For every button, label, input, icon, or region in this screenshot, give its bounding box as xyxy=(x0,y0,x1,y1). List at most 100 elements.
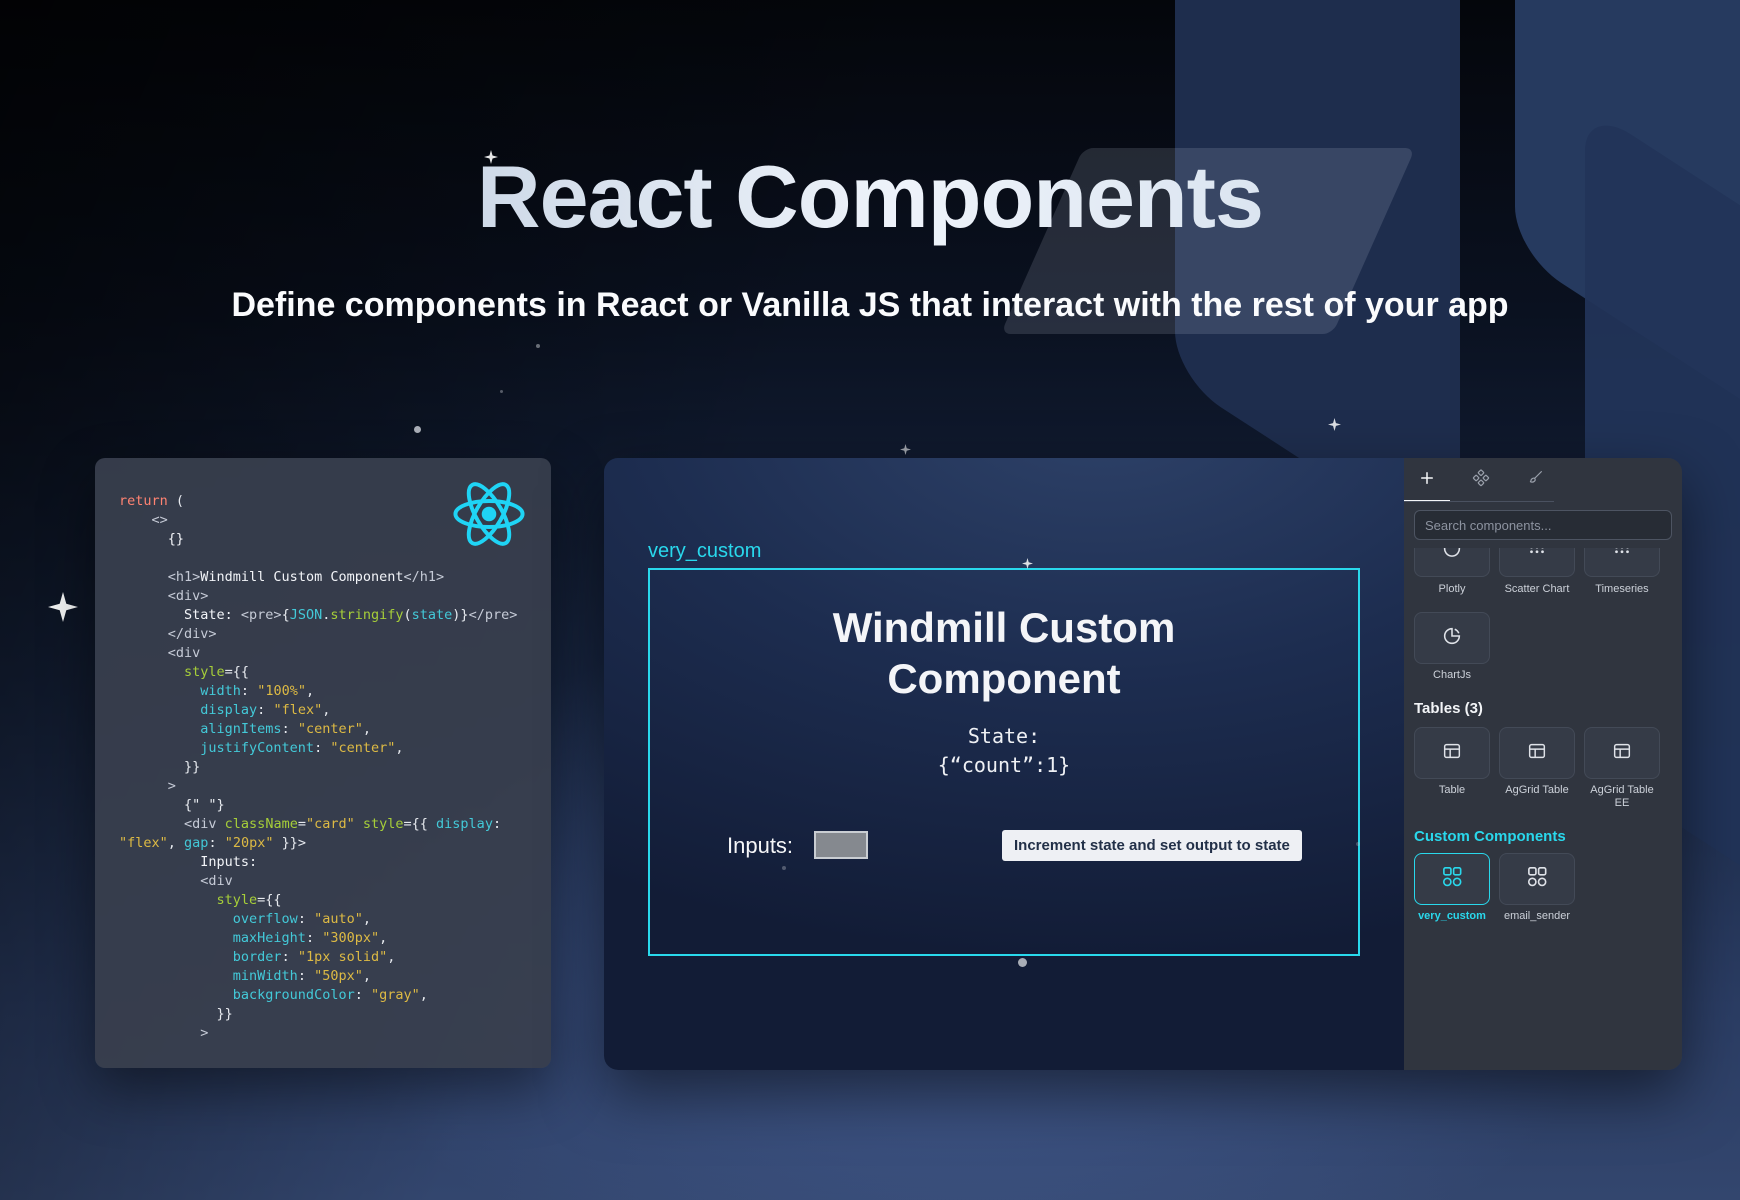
code-line: maxHeight: "300px", xyxy=(119,930,388,946)
state-label: State: xyxy=(967,724,1041,748)
component-card-table[interactable]: Table xyxy=(1414,727,1490,797)
increment-button[interactable]: Increment state and set output to state xyxy=(1002,830,1302,861)
card-label: AgGrid Table EE xyxy=(1590,784,1654,809)
code-line: <div className="card" style={{ display: xyxy=(119,816,502,832)
component-card-chartjs[interactable]: ChartJs xyxy=(1414,612,1490,682)
card-icon-box xyxy=(1584,727,1660,779)
code-line: minWidth: "50px", xyxy=(119,968,371,984)
component-card-email-sender[interactable]: email_sender xyxy=(1499,853,1575,923)
custom-section-header: Custom Components xyxy=(1414,828,1566,845)
code-panel: return ( <> {} <h1>Windmill Custom Compo… xyxy=(95,458,551,1068)
code-block: return ( <> {} <h1>Windmill Custom Compo… xyxy=(119,492,545,1043)
component-heading: Windmill Custom Component xyxy=(832,604,1176,702)
state-value: {“count”:1} xyxy=(937,753,1071,777)
inputs-placeholder-box[interactable] xyxy=(814,831,868,859)
decorative-dot xyxy=(500,390,503,393)
component-card-aggrid-table[interactable]: AgGrid Table xyxy=(1499,727,1575,797)
code-line: }} xyxy=(119,759,201,775)
code-line: return ( xyxy=(119,493,185,509)
code-line: {} xyxy=(119,531,185,547)
component-grid-row: Plotly Scatter Chart Timeseries xyxy=(1404,548,1682,596)
sparkle xyxy=(900,444,911,455)
code-line: <div> xyxy=(119,588,209,604)
component-grid-row: very_custom email_sender xyxy=(1404,853,1682,923)
code-line: style={{ xyxy=(119,892,282,908)
dots-icon xyxy=(1526,548,1548,565)
search-input[interactable] xyxy=(1414,510,1672,540)
card-label: very_custom xyxy=(1418,910,1486,922)
code-line: <> xyxy=(119,512,168,528)
code-line: border: "1px solid", xyxy=(119,949,396,965)
resize-handle-dot[interactable] xyxy=(1018,958,1027,967)
code-line: style={{ xyxy=(119,664,250,680)
component-icon xyxy=(1439,864,1465,895)
code-line: </div> xyxy=(119,626,217,642)
component-card-aggrid-table-ee[interactable]: AgGrid Table EE xyxy=(1584,727,1660,810)
card-icon-box xyxy=(1414,548,1490,577)
code-line: }} xyxy=(119,1006,233,1022)
code-line: <h1>Windmill Custom Component</h1> xyxy=(119,569,445,585)
card-icon-box xyxy=(1499,853,1575,905)
card-icon-box xyxy=(1414,853,1490,905)
decorative-dot xyxy=(414,426,421,433)
tab-style[interactable] xyxy=(1526,469,1544,492)
code-line: > xyxy=(119,778,176,794)
code-line: "flex", gap: "20px" }}> xyxy=(119,835,306,851)
sidebar-tabs xyxy=(1404,458,1682,502)
card-icon-box xyxy=(1584,548,1660,577)
component-card-very-custom[interactable]: very_custom xyxy=(1414,853,1490,923)
code-line: alignItems: "center", xyxy=(119,721,371,737)
tables-section-header: Tables (3) xyxy=(1414,700,1483,717)
table-icon xyxy=(1441,740,1463,767)
page-title: React Components xyxy=(0,146,1740,248)
tab-add[interactable] xyxy=(1418,469,1436,492)
card-label: Scatter Chart xyxy=(1504,583,1570,595)
tab-components[interactable] xyxy=(1472,468,1490,492)
clipped-card xyxy=(1584,548,1660,578)
card-label: Plotly xyxy=(1438,583,1466,595)
card-icon-box xyxy=(1414,727,1490,779)
code-line: <div xyxy=(119,873,233,889)
component-card-plotly[interactable]: Plotly xyxy=(1414,548,1490,596)
component-grid-row: Table AgGrid Table AgGrid Table EE xyxy=(1404,727,1682,810)
card-label: Table xyxy=(1438,784,1466,796)
react-logo-icon xyxy=(447,476,531,557)
selected-component-frame[interactable]: Windmill Custom Component State: {“count… xyxy=(648,568,1360,956)
card-icon-box xyxy=(1499,727,1575,779)
code-line: <div xyxy=(119,645,201,661)
code-line: > xyxy=(119,1025,209,1041)
component-icon xyxy=(1524,864,1550,895)
card-icon-box xyxy=(1414,612,1490,664)
component-card-scatter-chart[interactable]: Scatter Chart xyxy=(1499,548,1575,596)
code-line: display: "flex", xyxy=(119,702,331,718)
card-label: Timeseries xyxy=(1595,583,1649,595)
brush-icon xyxy=(1526,469,1544,492)
decorative-dot xyxy=(782,866,786,870)
app-preview-window: very_custom Windmill Custom Component St… xyxy=(604,458,1682,1070)
inputs-label: Inputs: xyxy=(727,833,794,858)
tabs-divider xyxy=(1404,501,1554,502)
table-icon xyxy=(1611,740,1633,767)
plus-icon xyxy=(1418,469,1436,492)
components-sidebar: Plotly Scatter Chart Timeseries ChartJs Ta… xyxy=(1404,458,1682,1070)
component-grid-row: ChartJs xyxy=(1404,612,1682,682)
dots-icon xyxy=(1611,548,1633,565)
code-line: {" "} xyxy=(119,797,225,813)
page-subtitle: Define components in React or Vanilla JS… xyxy=(231,286,1509,324)
code-line xyxy=(119,549,545,568)
card-label: email_sender xyxy=(1503,910,1571,922)
code-line: overflow: "auto", xyxy=(119,911,371,927)
clipped-card xyxy=(1499,548,1575,578)
card-icon-box xyxy=(1499,548,1575,577)
code-line: backgroundColor: "gray", xyxy=(119,987,428,1003)
plotly-icon xyxy=(1441,548,1463,565)
state-block: State: {“count”:1} xyxy=(650,722,1358,780)
code-line: justifyContent: "center", xyxy=(119,740,404,756)
app-canvas: very_custom Windmill Custom Component St… xyxy=(604,458,1404,1070)
sparkle xyxy=(1022,558,1033,569)
component-card-timeseries[interactable]: Timeseries xyxy=(1584,548,1660,596)
decorative-dot xyxy=(536,344,540,348)
code-line: Inputs: xyxy=(119,854,258,870)
card-label: AgGrid Table xyxy=(1505,784,1569,796)
card-label: ChartJs xyxy=(1433,669,1471,681)
